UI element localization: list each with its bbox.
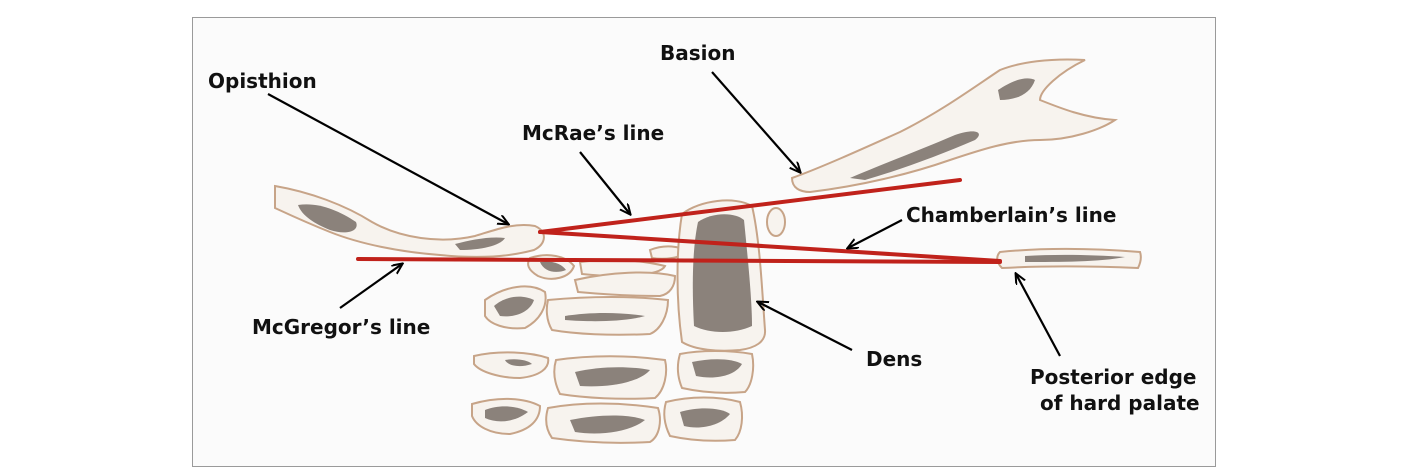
mcgregor-arrow — [340, 264, 402, 308]
basion-arrow — [712, 72, 800, 172]
label-dens: Dens — [866, 347, 922, 371]
label-mcgregor-line: McGregor’s line — [252, 315, 430, 339]
skull-base-illustration — [275, 59, 1141, 442]
label-chamberlain-line: Chamberlain’s line — [906, 203, 1116, 227]
mcgregor-line — [358, 259, 1000, 262]
label-opisthion: Opisthion — [208, 69, 317, 93]
dens-arrow — [758, 302, 852, 350]
chamberlain-arrow — [848, 220, 902, 248]
label-palate-line2: of hard palate — [1040, 391, 1200, 415]
clivus-bone — [792, 59, 1115, 192]
atlas-anterior-arch — [767, 208, 785, 236]
label-palate-line1: Posterior edge — [1030, 365, 1196, 389]
palate-arrow — [1016, 274, 1060, 356]
chamberlain-line — [540, 232, 1000, 261]
mcrae-arrow — [580, 152, 630, 214]
label-basion: Basion — [660, 41, 735, 65]
label-mcrae-line: McRae’s line — [522, 121, 664, 145]
